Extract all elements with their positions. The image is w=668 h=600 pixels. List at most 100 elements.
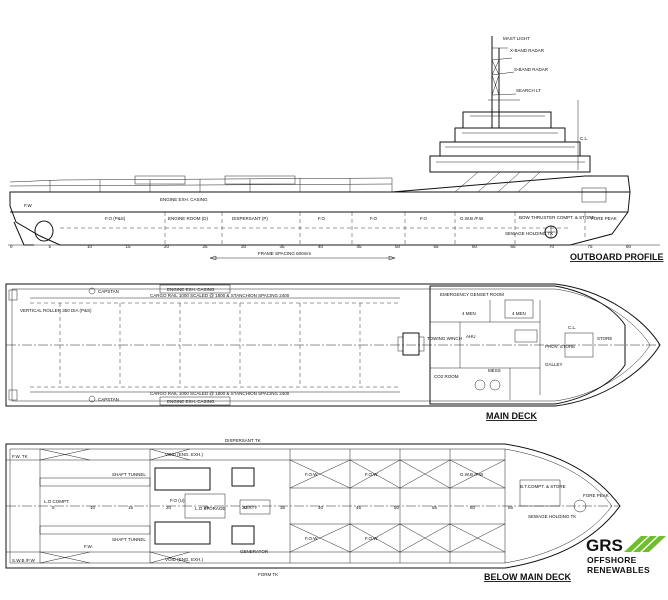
below-main-deck-title: BELOW MAIN DECK — [484, 572, 571, 582]
outboard-profile-view: MAST LIGHT X-BAND RADAR S-BAND RADAR SEA… — [8, 36, 664, 262]
frame-number: 25 — [203, 244, 209, 249]
bmd-lo-compt: L.O COMPT. — [44, 499, 70, 504]
profile-engine-room: ENGINE ROOM (D) — [168, 216, 209, 221]
bmd-void-top: VOID (ENG. EXH.) — [165, 452, 204, 457]
frame-number: 55 — [434, 244, 440, 249]
profile-fo-p: F.O (P&S) — [105, 216, 126, 221]
frame-number: 55 — [432, 505, 438, 510]
below-frame-scale: 5 10 15 20 25 30 35 40 45 50 55 60 65 — [52, 505, 514, 510]
logo-stripes — [624, 536, 666, 552]
frame-number: 5 — [49, 244, 52, 249]
frame-number: 40 — [318, 505, 324, 510]
bmd-shaft-tunnel-bottom: SHAFT TUNNEL — [112, 537, 146, 542]
frame-number: 15 — [126, 244, 132, 249]
bmd-generator: GENERATOR — [240, 549, 269, 554]
profile-bow-thruster: BOW THRUSTER COMPT. & STORE — [519, 215, 595, 220]
bmd-fw-tk: F.W. TK — [12, 454, 28, 459]
below-main-deck-view: F.W. TK VOID (ENG. EXH.) VOID (ENG. EXH.… — [5, 438, 621, 582]
frame-number: 65 — [511, 244, 517, 249]
bmd-bt-compt: B.T.COMPT. & STORE — [520, 484, 566, 489]
frame-number: 80 — [626, 244, 632, 249]
bmd-void-bottom: VOID (ENG. EXH.) — [165, 557, 204, 562]
frame-number: 20 — [164, 244, 170, 249]
mess-room: MESS — [488, 368, 501, 373]
frame-number: 30 — [241, 244, 247, 249]
frame-number: 60 — [470, 505, 476, 510]
frame-number: 20 — [166, 505, 172, 510]
frame-number: 15 — [128, 505, 134, 510]
frame-number: 70 — [549, 244, 555, 249]
bmd-sewage: SEWAGE HOLDING TK — [528, 514, 576, 519]
cargo-rail-top: CARGO RAIL 1000 SCALED @ 1800 & STANCHIO… — [150, 293, 290, 298]
bmd-fow-3: F.O.W — [305, 536, 318, 541]
bmd-dirty: DIRTY — [244, 505, 257, 510]
cl-mark: C.L. — [568, 325, 576, 330]
profile-dispersant: DISPERSANT (P) — [232, 216, 268, 221]
bmd-fo-u: F.O (U) — [170, 498, 185, 503]
bmd-swbfw: S.W.B /F.W — [12, 558, 36, 563]
frame-number: 40 — [318, 244, 324, 249]
frame-number: 50 — [395, 244, 401, 249]
height-label: C.L. — [580, 136, 588, 141]
frame-number: 10 — [90, 505, 96, 510]
profile-sewage: SEWAGE HOLDING TK — [505, 231, 553, 236]
bmd-fw-aft: F.W. — [84, 544, 93, 549]
bmd-fow-4: F.O.W — [365, 536, 378, 541]
frame-number: 25 — [204, 505, 210, 510]
cabin-4-men-a: 4 MEN — [462, 311, 476, 316]
grs-logo: GRS OFFSHORE RENEWABLES — [586, 536, 666, 575]
mast-label-4: SEARCH LT — [516, 88, 541, 93]
frame-number: 45 — [356, 505, 362, 510]
superstructure: C.L. — [429, 100, 591, 193]
profile-gwb: G.W.B /F.W — [460, 216, 484, 221]
vertical-roller-label: VERTICAL ROLLER 350 DIA (P&S) — [20, 308, 92, 313]
profile-fo-1: F.O — [318, 216, 326, 221]
emergency-genset-room: EMERGENCY GENSET ROOM — [440, 292, 504, 297]
frame-number: 35 — [280, 244, 286, 249]
profile-engine-casing: ENGINE EXH. CASING — [160, 197, 208, 202]
frame-number: 10 — [87, 244, 93, 249]
frame-number: 0 — [10, 244, 13, 249]
cabin-4-men-b: 4 MEN — [512, 311, 526, 316]
frame-number: 65 — [508, 505, 514, 510]
frame-number: 30 — [242, 505, 248, 510]
capstan-bottom: CAPSTAN — [98, 397, 119, 402]
towing-winch-label: TOWING WINCH — [427, 336, 462, 341]
mast-label-1: MAST LIGHT — [503, 36, 530, 41]
frame-spacing-label: FRAME SPACING 600mm — [258, 251, 311, 256]
bmd-fore-peak: FORE PEAK — [583, 493, 609, 498]
frame-number: 60 — [472, 244, 478, 249]
outboard-profile-title: OUTBOARD PROFILE — [570, 252, 664, 262]
bmd-lo-storage: L.O STORAGE — [195, 506, 225, 511]
cargo-rail-bottom: CARGO RAIL 1000 SCALED @ 1800 & STANCHIO… — [150, 391, 290, 396]
bmd-gwb-fw: G.W.B /F.W — [460, 472, 484, 477]
engine-casing-top: ENGINE EXH. CASING — [167, 287, 215, 292]
profile-fo-3: F.O — [420, 216, 428, 221]
co2-room: CO2 ROOM — [434, 374, 459, 379]
profile-frame-scale: 0 5 10 15 20 25 30 35 40 45 50 55 60 65 70 75 80 — [10, 244, 632, 249]
bmd-form-tk: FORM TK — [258, 572, 278, 577]
galley-room: GALLEY — [545, 362, 563, 367]
prov-store: PROV. STORE — [545, 344, 575, 349]
frame-number: 50 — [394, 505, 400, 510]
mast: MAST LIGHT X-BAND RADAR S-BAND RADAR SEA… — [488, 36, 549, 128]
store-room: STORE — [597, 336, 612, 341]
frame-number: 45 — [357, 244, 363, 249]
profile-stern-fw: F.W — [24, 203, 33, 208]
bmd-shaft-tunnel-top: SHAFT TUNNEL — [112, 472, 146, 477]
frame-number: 75 — [588, 244, 594, 249]
logo-line-2: RENEWABLES — [587, 565, 650, 575]
bmd-fow-1: F.O.W — [305, 472, 318, 477]
logo-brand: GRS — [586, 536, 623, 555]
frame-number: 5 — [52, 505, 55, 510]
mast-label-3: S-BAND RADAR — [514, 67, 549, 72]
profile-fore-peak: FORE PEAK — [591, 216, 617, 221]
frame-number: 35 — [280, 505, 286, 510]
capstan-top: CAPSTAN — [98, 289, 119, 294]
main-deck-view: CARGO RAIL 1000 SCALED @ 1800 & STANCHIO… — [5, 283, 661, 421]
mast-label-2: X-BAND RADAR — [510, 48, 545, 53]
engine-casing-bottom: ENGINE EXH. CASING — [167, 399, 215, 404]
bmd-dispersant-tk: DISPERSANT TK — [225, 438, 261, 443]
bmd-fow-2: F.O.W — [365, 472, 378, 477]
